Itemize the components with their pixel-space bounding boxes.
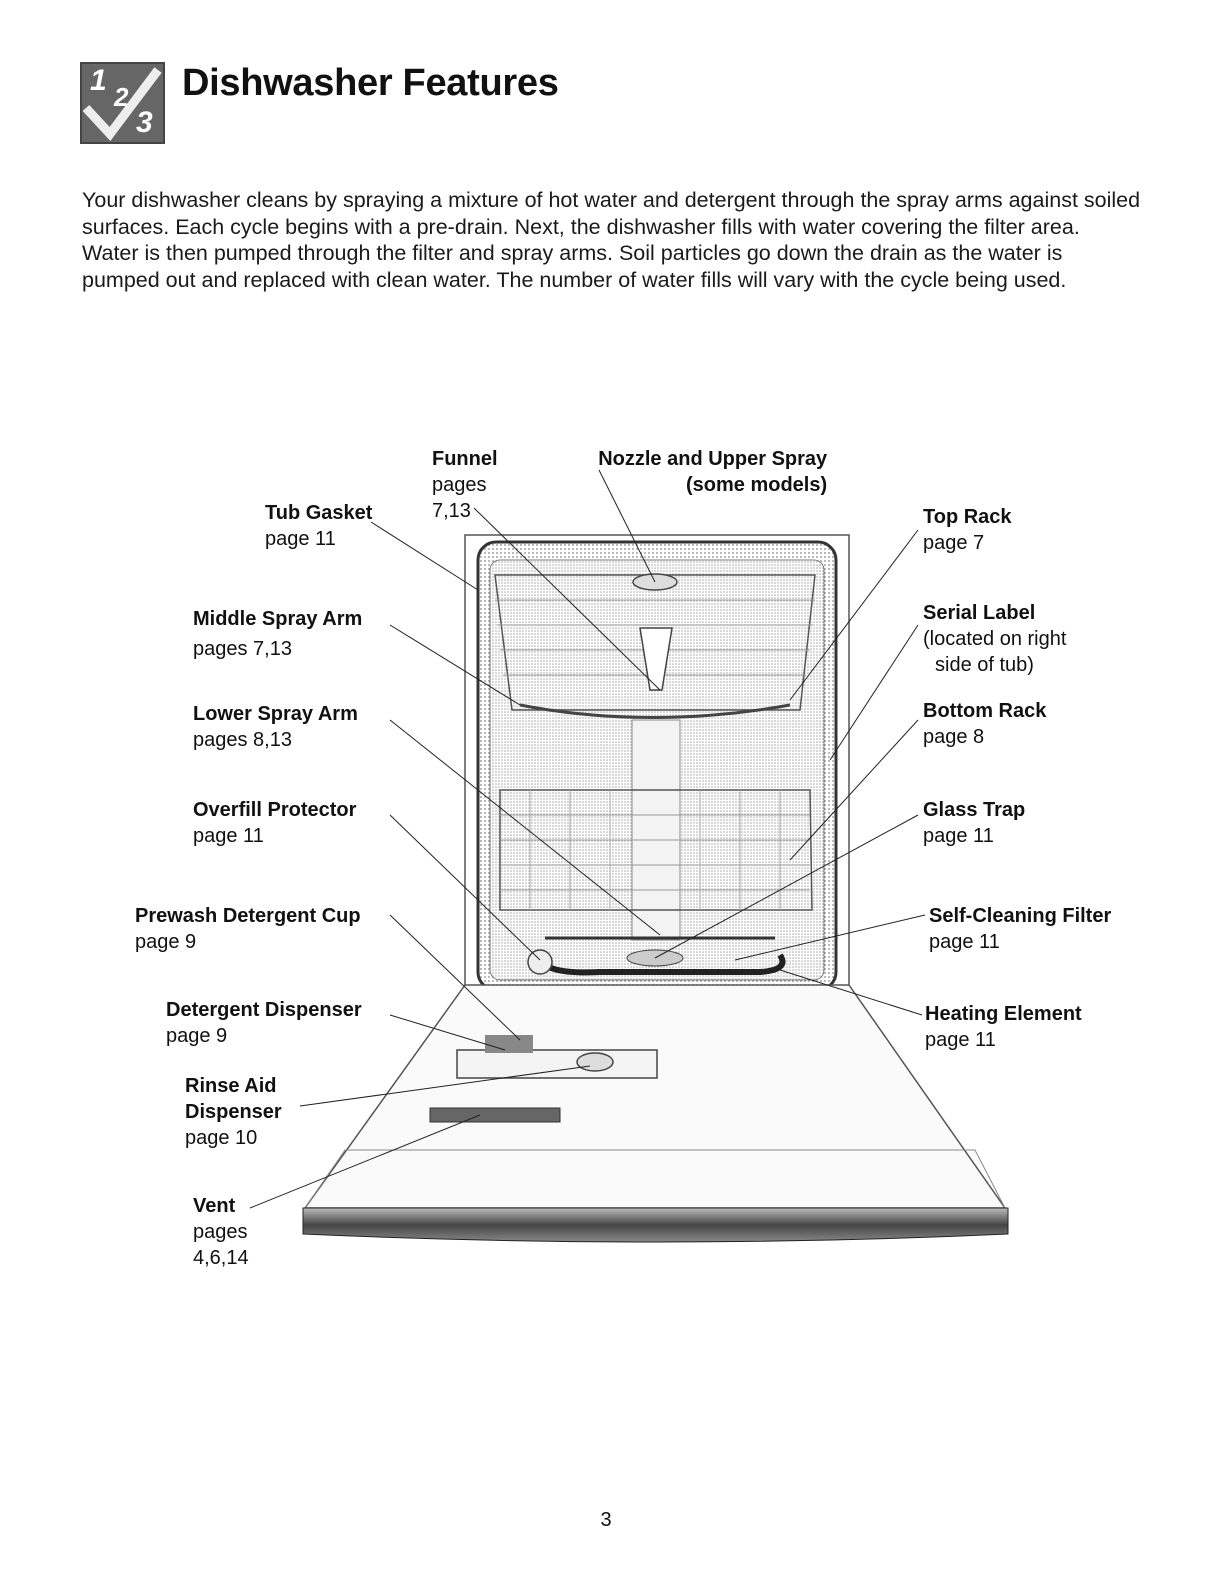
- callout-rinse-aid-sub1: page 10: [185, 1127, 258, 1149]
- callout-rinse-aid-title: Rinse Aid: [185, 1075, 277, 1097]
- callout-glass-trap: Glass Trap page 11: [923, 797, 1025, 849]
- callout-heating-element-sub1: page 11: [925, 1029, 996, 1051]
- callout-overfill-protector-title: Overfill Protector: [193, 799, 357, 821]
- callout-serial-label-title: Serial Label: [923, 602, 1036, 624]
- callout-middle-spray-arm-sub1: pages 7,13: [193, 638, 292, 660]
- callout-funnel-sub1: pages: [432, 474, 487, 496]
- callout-heating-element-title: Heating Element: [925, 1003, 1082, 1025]
- callout-serial-label-sub2: side of tub): [935, 654, 1034, 676]
- callout-vent-sub1: pages: [193, 1221, 248, 1243]
- icon-glyph-2: 2: [114, 82, 129, 112]
- page-number: 3: [600, 1509, 612, 1531]
- callout-bottom-rack-sub1: page 8: [923, 726, 985, 748]
- callout-prewash-cup-sub1: page 9: [135, 931, 197, 953]
- callout-funnel-sub2: 7,13: [432, 500, 471, 522]
- callout-detergent-dispenser: Detergent Dispenser page 9: [166, 997, 362, 1049]
- callout-tub-gasket-title: Tub Gasket: [265, 502, 373, 524]
- callout-rinse-aid: Rinse Aid Dispenser page 10: [185, 1073, 282, 1151]
- icon-glyph-3: 3: [136, 106, 153, 139]
- callout-heating-element: Heating Element page 11: [925, 1001, 1082, 1053]
- page-title: Dishwasher Features: [182, 62, 559, 104]
- callout-detergent-dispenser-sub1: page 9: [166, 1025, 228, 1047]
- callout-glass-trap-title: Glass Trap: [923, 799, 1026, 821]
- callout-vent-sub2: 4,6,14: [193, 1247, 249, 1269]
- callout-serial-label-sub1: (located on right: [923, 628, 1067, 650]
- callout-lower-spray-arm-title: Lower Spray Arm: [193, 703, 358, 725]
- callout-middle-spray-arm-title: Middle Spray Arm: [193, 608, 363, 630]
- callout-funnel: Funnel pages 7,13: [432, 446, 498, 524]
- callout-self-cleaning-filter: Self-Cleaning Filter page 11: [929, 903, 1111, 955]
- callout-rinse-aid-title2: Dispenser: [185, 1101, 282, 1123]
- callout-bottom-rack-title: Bottom Rack: [923, 700, 1047, 722]
- callout-nozzle-title: Nozzle and Upper Spray: [598, 448, 828, 470]
- callout-middle-spray-arm: Middle Spray Arm pages 7,13: [193, 606, 362, 662]
- callout-serial-label: Serial Label (located on right side of t…: [923, 600, 1066, 678]
- callout-lower-spray-arm-sub1: pages 8,13: [193, 729, 292, 751]
- callout-tub-gasket-sub1: page 11: [265, 528, 336, 550]
- callout-glass-trap-sub1: page 11: [923, 825, 994, 847]
- icon-glyph-1: 1: [90, 64, 107, 97]
- callout-top-rack: Top Rack page 7: [923, 504, 1012, 556]
- callout-prewash-cup: Prewash Detergent Cup page 9: [135, 903, 361, 955]
- callout-lower-spray-arm: Lower Spray Arm pages 8,13: [193, 701, 358, 753]
- callout-self-cleaning-filter-sub1: page 11: [929, 931, 1000, 953]
- callout-top-rack-sub1: page 7: [923, 532, 985, 554]
- callout-vent: Vent pages 4,6,14: [193, 1193, 249, 1271]
- callout-detergent-dispenser-title: Detergent Dispenser: [166, 999, 362, 1021]
- intro-paragraph: Your dishwasher cleans by spraying a mix…: [82, 188, 1141, 292]
- callout-self-cleaning-filter-title: Self-Cleaning Filter: [929, 905, 1112, 927]
- callout-overfill-protector: Overfill Protector page 11: [193, 797, 356, 849]
- callout-funnel-title: Funnel: [432, 448, 498, 470]
- callout-top-rack-title: Top Rack: [923, 506, 1012, 528]
- callout-nozzle: Nozzle and Upper Spray (some models): [566, 446, 827, 498]
- callout-prewash-cup-title: Prewash Detergent Cup: [135, 905, 361, 927]
- callout-overfill-protector-sub1: page 11: [193, 825, 264, 847]
- callout-nozzle-sub1: (some models): [686, 474, 828, 496]
- callout-vent-title: Vent: [193, 1195, 236, 1217]
- callout-bottom-rack: Bottom Rack page 8: [923, 698, 1046, 750]
- callout-tub-gasket: Tub Gasket page 11: [265, 500, 372, 552]
